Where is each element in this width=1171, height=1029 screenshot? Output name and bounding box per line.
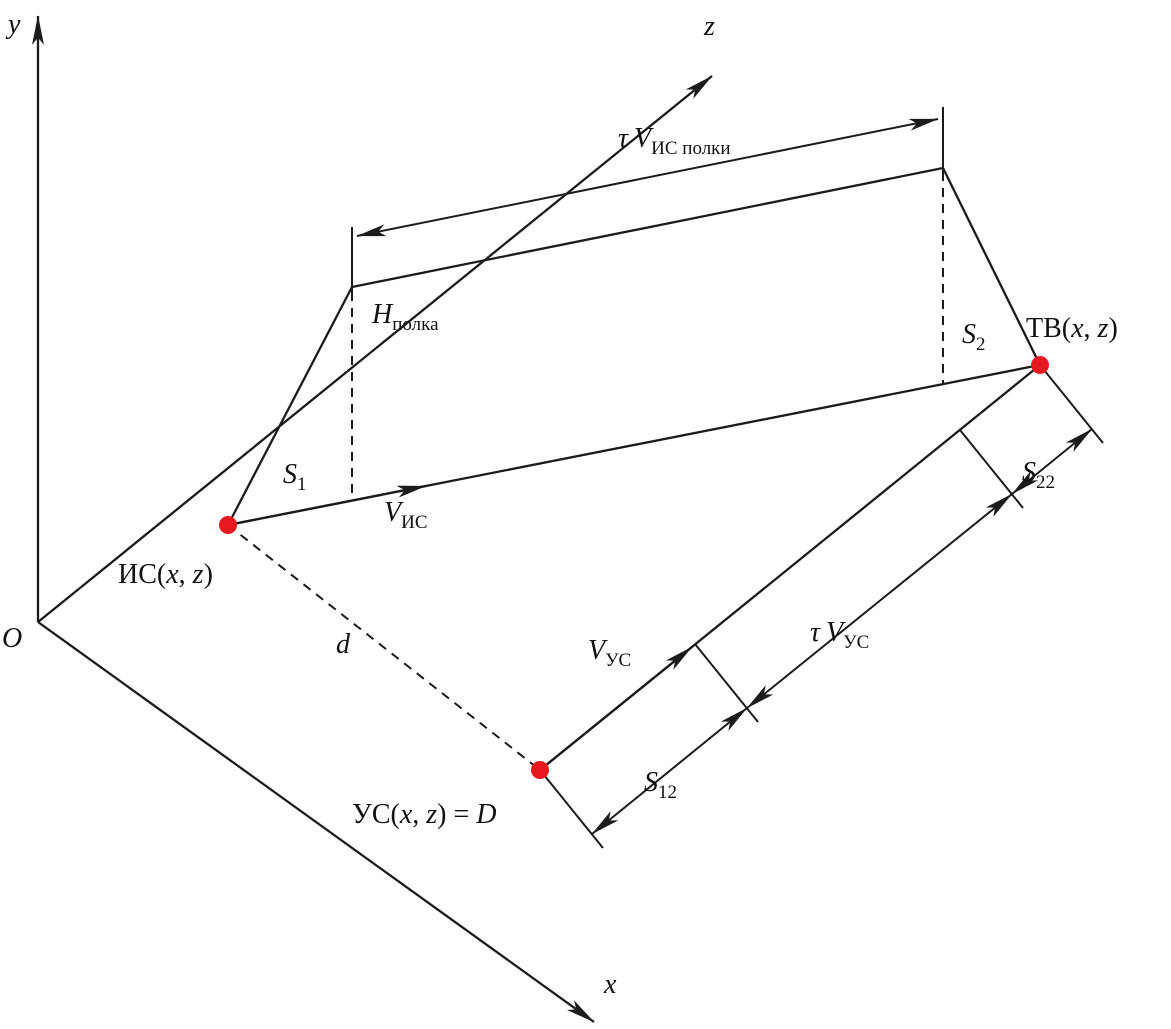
shelf-height-label: Hполка	[372, 299, 439, 336]
var: z	[426, 799, 438, 830]
var: S	[962, 319, 976, 350]
s2-label: S2	[962, 319, 986, 356]
shelf-dim-arrow	[356, 118, 939, 237]
tau-symbol: τ	[618, 123, 629, 154]
ext-tick-tv	[1039, 364, 1104, 444]
subscript: полка	[392, 314, 439, 335]
var: z	[1097, 313, 1109, 344]
subscript: ИС полки	[651, 138, 731, 159]
ext-tick-1	[694, 643, 759, 723]
s12-label: S12	[644, 767, 677, 804]
ext-tick-us	[539, 769, 604, 849]
var: V	[384, 497, 402, 528]
tv-point-label: ТВ(x, z)	[1026, 313, 1118, 345]
tv-point-dot	[1031, 356, 1049, 374]
point-name: УС	[352, 799, 391, 830]
var: H	[372, 299, 393, 330]
paren: (	[390, 799, 400, 830]
paren: )	[1108, 313, 1118, 344]
var: S	[644, 767, 658, 798]
tau-symbol: τ	[810, 617, 821, 648]
v-is-arrow	[227, 484, 427, 527]
paren: (	[156, 559, 167, 590]
sep: ,	[178, 559, 193, 590]
y-axis-label: y	[8, 9, 21, 40]
subscript: 22	[1036, 472, 1055, 493]
subscript: 2	[976, 334, 986, 355]
x-axis	[37, 621, 595, 1023]
sep: ,	[412, 799, 427, 830]
subscript: УС	[843, 632, 870, 653]
d-label: d	[336, 629, 350, 660]
s12-dim-arrow	[591, 707, 748, 835]
var: x	[1071, 313, 1084, 344]
var: D	[476, 799, 497, 830]
paren: )	[203, 559, 213, 590]
var: z	[192, 559, 204, 590]
subscript: ИС	[401, 512, 428, 533]
s22-label: S22	[1022, 457, 1055, 494]
tau-v-us-dim-arrow	[746, 493, 1013, 709]
var: x	[399, 799, 413, 830]
is-point-dot	[219, 516, 237, 534]
point-name: ИС	[118, 559, 157, 590]
x-axis-label: x	[604, 969, 617, 1000]
is-descent-line	[941, 167, 1042, 366]
subscript: УС	[605, 650, 632, 671]
is-climb-line	[226, 286, 354, 526]
origin-label: O	[2, 623, 23, 654]
z-axis	[37, 75, 713, 623]
var: V	[588, 635, 606, 666]
s1-label: S1	[283, 459, 307, 496]
v-is-label: VИС	[384, 497, 428, 534]
var: V	[826, 617, 844, 648]
paren: ) =	[437, 799, 477, 830]
us-point-label: УС(x, z) = D	[352, 799, 497, 831]
subscript: 12	[658, 782, 677, 803]
is-shelf-line	[351, 166, 944, 289]
subscript: 1	[297, 474, 307, 495]
v-us-label: VУС	[588, 635, 632, 672]
var: V	[634, 123, 652, 154]
is-point-label: ИС(x, z)	[118, 559, 213, 591]
s22-dim-arrow	[1011, 428, 1093, 495]
ext-tick-2	[959, 429, 1024, 509]
var: S	[1022, 457, 1036, 488]
var: x	[166, 559, 179, 590]
d-dashed-line	[227, 524, 541, 771]
us-point-dot	[531, 761, 549, 779]
var: S	[283, 459, 297, 490]
sep: ,	[1083, 313, 1098, 344]
paren: (	[1061, 313, 1072, 344]
z-axis-label: z	[704, 11, 715, 42]
point-name: ТВ	[1026, 313, 1062, 344]
